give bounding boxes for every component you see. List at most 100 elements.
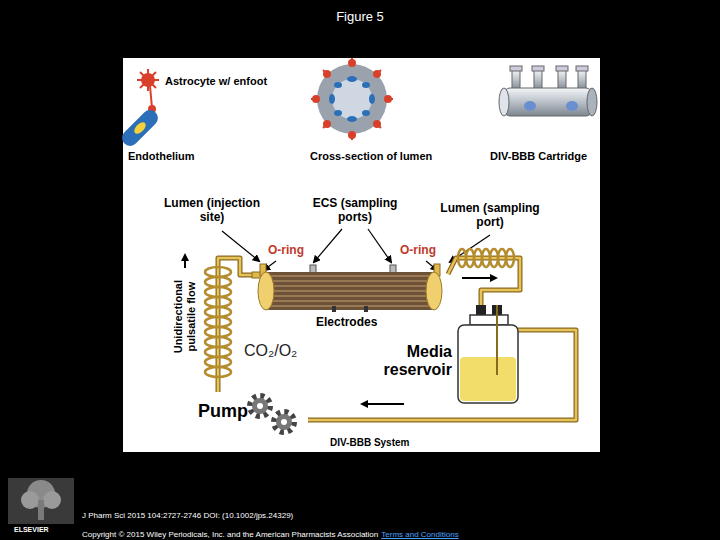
- node-text: Media reservoir: [368, 343, 452, 380]
- illustration-part: [368, 229, 391, 262]
- illustration-part: [373, 120, 381, 128]
- media-reservoir-part: [496, 305, 498, 375]
- pump: Pump: [198, 392, 308, 436]
- port-label: Lumen (sampling port): [440, 202, 540, 230]
- figure-panel: [123, 58, 600, 452]
- illustration-part: [558, 70, 566, 90]
- tube-coil: [506, 249, 514, 267]
- illustration-part: [532, 66, 544, 71]
- pump-part: [257, 403, 263, 409]
- illustration-part: [314, 229, 342, 262]
- tube-coil: [205, 357, 231, 367]
- illustration-part: [132, 120, 148, 136]
- pump-part: [250, 396, 270, 416]
- media-reservoir: Media reservoir: [368, 305, 518, 405]
- illustration-part: [140, 72, 156, 88]
- terms-link: Terms and Conditions: [381, 530, 458, 539]
- tube-coil: [205, 317, 231, 327]
- cartridge-part: [266, 276, 434, 306]
- media-reservoir-part: [460, 357, 516, 401]
- tube-coil: [205, 287, 231, 297]
- illustration-part: [329, 94, 335, 104]
- illustration-part: [499, 88, 509, 116]
- illustration-part: [312, 59, 392, 139]
- illustration-part: [373, 70, 381, 78]
- endothelium-icon: [119, 107, 161, 149]
- illustration-part: [362, 82, 370, 88]
- gas-label: CO₂/O₂: [244, 342, 297, 360]
- node-text: Pump: [198, 401, 248, 422]
- media-reservoir-part: [458, 325, 518, 403]
- illustration-part: [150, 86, 152, 108]
- illustration-part: [587, 88, 597, 116]
- cartridge-part: [266, 280, 434, 281]
- tube-coil: [205, 327, 231, 337]
- flow-arrows: [185, 255, 496, 404]
- illustration-part: [384, 95, 392, 103]
- illustration-part: [369, 94, 375, 104]
- cartridge-part: [266, 305, 434, 306]
- tube-connector: [205, 258, 252, 392]
- tube-coil: [205, 347, 231, 357]
- illustration-part: [556, 66, 568, 71]
- port-label: Lumen (injection site): [162, 197, 262, 225]
- illustration-part: [312, 95, 320, 103]
- media-reservoir-part: [470, 315, 508, 325]
- pump-part: [276, 414, 292, 430]
- flow-label: Unidirectional pulsatile flow: [172, 271, 197, 363]
- tube-coil: [205, 267, 231, 277]
- icon-label: Cross-section of lumen: [310, 150, 432, 163]
- astrocyte-icon: [137, 69, 159, 112]
- illustration-part: [329, 76, 375, 122]
- pump-part: [274, 412, 294, 432]
- illustration-part: [512, 70, 520, 90]
- illustration-part: [510, 66, 522, 71]
- illustration-part: [43, 491, 61, 509]
- illustration-part: [38, 500, 44, 520]
- pump-part: [281, 419, 287, 425]
- tube-coil: [205, 277, 231, 287]
- illustration-part: [184, 255, 186, 268]
- cartridge-part: [266, 285, 434, 286]
- o-ring-label: O-ring: [400, 244, 436, 258]
- illustration-part: [323, 120, 331, 128]
- illustration-part: [524, 101, 536, 111]
- illustration-part: [348, 59, 356, 67]
- illustration-part: [140, 72, 156, 88]
- icon-label: DIV-BBB Cartridge: [490, 150, 587, 163]
- illustration-part: [504, 88, 592, 116]
- illustration-part: [347, 116, 357, 122]
- illustration-part: [311, 58, 393, 140]
- cartridge-part: [364, 306, 368, 312]
- cartridge-part: [266, 295, 434, 296]
- illustration-part: [317, 64, 387, 134]
- illustration-part: [21, 491, 39, 509]
- illustration-part: [576, 66, 588, 71]
- cartridge-part: [266, 300, 434, 301]
- cartridge-part: [258, 272, 274, 310]
- lumen-cross-section: [311, 58, 393, 140]
- illustration-part: [362, 403, 404, 405]
- system-caption: DIV-BBB System: [330, 437, 409, 449]
- illustration-part: [566, 101, 578, 111]
- figure-title: Figure 5: [0, 10, 720, 25]
- tube-core: [308, 330, 576, 420]
- illustration-part: [119, 107, 161, 149]
- illustration-part: [348, 131, 356, 139]
- copyright-line: Copyright © 2015 Wiley Periodicals, Inc.…: [82, 530, 378, 539]
- cartridge-part: [266, 272, 434, 310]
- tube-coil: [205, 297, 231, 307]
- citation-line: J Pharm Sci 2015 104:2727-2746 DOI: (10.…: [82, 511, 293, 520]
- illustration-part: [323, 70, 331, 78]
- icon-label: Endothelium: [128, 150, 195, 163]
- cartridge-part: [426, 272, 442, 310]
- illustration-part: [534, 70, 542, 90]
- publisher-name: ELSEVIER: [14, 526, 49, 534]
- illustration-part: [347, 76, 357, 82]
- tube-coil: [205, 367, 231, 377]
- pump-part: [252, 398, 268, 414]
- footer-line: Copyright © 2015 Wiley Periodicals, Inc.…: [82, 523, 459, 540]
- node-text: Electrodes: [316, 316, 377, 330]
- illustration-part: [142, 74, 154, 86]
